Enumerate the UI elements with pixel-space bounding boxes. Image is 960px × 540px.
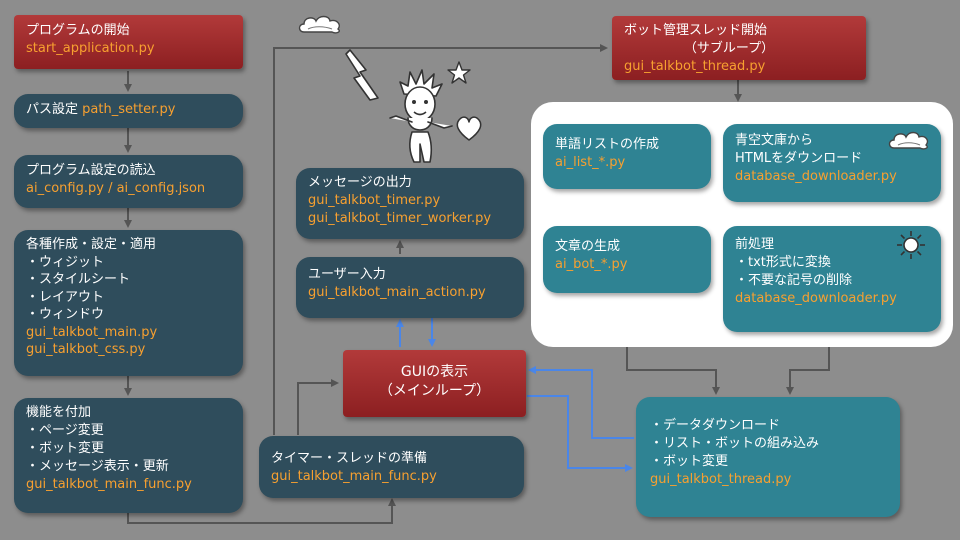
cloud-icon [298,15,341,34]
timer-prep-node: タイマー・スレッドの準備 gui_talkbot_main_func.py [259,436,524,498]
node-item: ・データダウンロード [650,418,781,433]
node-item: ・txt形式に変換 [735,254,831,270]
arrow-thread-to-gui [528,366,634,439]
node-item: ・ページ変更 [26,422,104,438]
func-node: 機能を付加 ・ページ変更 ・ボット変更 ・メッセージ表示・更新 gui_talk… [14,398,243,513]
sun-icon [897,231,925,259]
arrow-func-to-timer [127,498,396,524]
node-file: start_application.py [26,40,155,56]
node-file: ai_config.py / ai_config.json [26,180,206,196]
node-title: 文章の生成 [555,239,621,254]
thread-tasks-node: ・データダウンロード ・リスト・ボットの組み込み ・ボット変更 gui_talk… [636,397,900,517]
node-item: ・ボット変更 [650,453,729,469]
node-item: ・ボット変更 [26,440,105,456]
node-item: ・ウィジット [26,254,105,270]
node-file: gui_talkbot_main_func.py [26,476,192,492]
node-item: ・レイアウト [26,289,105,305]
node-title: パス設定 [26,102,79,117]
user-input-node: ユーザー入力 gui_talkbot_main_action.py [296,257,524,318]
node-title: GUIの表示 [400,364,469,380]
path-setter-node: パス設定 path_setter.py [14,94,243,128]
bot-thread-node: ボット管理スレッド開始 （サブループ） gui_talkbot_thread.p… [612,16,866,80]
lightning-icon [345,49,379,101]
node-title: メッセージの出力 [308,175,412,190]
node-file: gui_talkbot_main_func.py [271,468,437,484]
star-icon [447,61,471,84]
create-node: 各種作成・設定・適用 ・ウィジット ・スタイルシート ・レイアウト ・ウィンドウ… [14,230,243,376]
message-output-node: メッセージの出力 gui_talkbot_timer.py gui_talkbo… [296,168,524,239]
node-title: プログラム設定の読込 [26,163,156,178]
aozora-download-node: 青空文庫から HTMLをダウンロード database_downloader.p… [723,124,941,202]
node-title-line: 青空文庫から [735,133,814,148]
node-item: ・リスト・ボットの組み込み [650,435,820,451]
arrow-timer-to-gui [297,379,339,435]
gui-main-loop-node: GUIの表示 （メインループ） [343,350,526,417]
node-title: 単語リストの作成 [555,137,660,152]
word-list-node: 単語リストの作成 ai_list_*.py [543,124,711,189]
node-subtitle: （サブループ） [683,40,775,56]
arrow-gui-to-thread [527,395,633,472]
stick-figure-icon [389,69,453,163]
node-item: ・スタイルシート [26,272,131,288]
node-title: プログラムの開始 [26,23,130,38]
node-file: gui_talkbot_thread.py [624,58,766,74]
cloud-icon [888,131,929,150]
heart-icon [456,116,482,141]
arrow-preprocess-to-thread [786,332,830,395]
node-file: gui_talkbot_main.py [26,324,158,340]
node-title: タイマー・スレッドの準備 [271,451,428,466]
node-title: ユーザー入力 [308,267,386,282]
node-file: gui_talkbot_css.py [26,342,146,358]
start-application-node: プログラムの開始 start_application.py [14,15,243,69]
node-title: 機能を付加 [26,405,92,420]
node-file: path_setter.py [82,102,176,117]
node-item: ・不要な記号の削除 [735,272,853,288]
node-title: ボット管理スレッド開始 [624,23,768,38]
node-file: database_downloader.py [735,290,897,306]
node-file: ai_bot_*.py [555,256,628,272]
node-title: 前処理 [735,237,775,252]
node-file: gui_talkbot_timer_worker.py [308,210,492,226]
node-title-line: HTMLをダウンロード [735,150,863,166]
node-item: ・メッセージ表示・更新 [26,458,169,474]
config-node: プログラム設定の読込 ai_config.py / ai_config.json [14,155,243,208]
node-file: gui_talkbot_main_action.py [308,284,486,300]
node-file: gui_talkbot_thread.py [650,471,792,487]
node-subtitle: （メインループ） [378,383,491,400]
node-file: database_downloader.py [735,168,897,184]
node-title: 各種作成・設定・適用 [26,237,157,252]
node-file: ai_list_*.py [555,154,626,170]
node-item: ・ウィンドウ [26,307,105,323]
node-file: gui_talkbot_timer.py [308,192,441,208]
sentence-node: 文章の生成 ai_bot_*.py [543,226,711,293]
arrow-to-bot-thread [273,44,608,435]
